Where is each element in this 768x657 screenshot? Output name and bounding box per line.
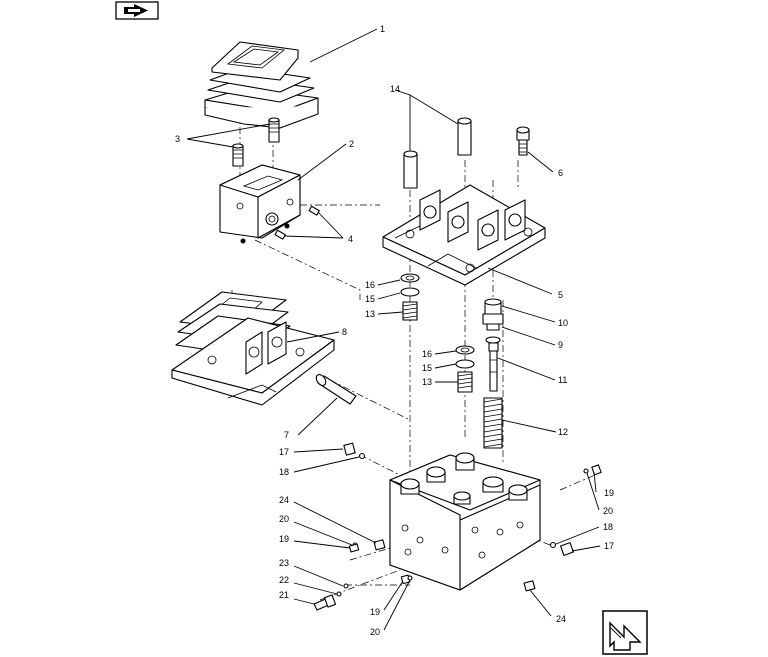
- rubber-boot: [204, 41, 319, 129]
- plug-and-seal-left: [343, 442, 366, 460]
- callout-13-lower: 13: [422, 377, 432, 387]
- leader-lines: [186, 28, 601, 631]
- callout-20-left: 20: [279, 514, 289, 524]
- plugs-right: [523, 464, 602, 592]
- callout-18-right: 18: [603, 522, 613, 532]
- callout-5: 5: [558, 290, 563, 300]
- valve-spool: [488, 342, 499, 392]
- callout-21: 21: [279, 590, 289, 600]
- callout-15-upper: 15: [365, 294, 375, 304]
- callout-24-left: 24: [279, 495, 289, 505]
- callout-24-right: 24: [556, 614, 566, 624]
- spacer-washer: [485, 336, 501, 344]
- callout-19-bottom: 19: [370, 607, 380, 617]
- callout-15-lower: 15: [422, 363, 432, 373]
- callout-18-left: 18: [279, 467, 289, 477]
- cap-screw: [516, 126, 530, 156]
- plunger-pins: [403, 117, 472, 189]
- callout-8: 8: [342, 327, 347, 337]
- callout-13-upper: 13: [365, 309, 375, 319]
- callout-11: 11: [558, 375, 567, 385]
- callout-22: 22: [279, 575, 289, 585]
- valve-body: [389, 452, 541, 591]
- valve-fitting: [482, 298, 504, 331]
- callout-12: 12: [558, 427, 568, 437]
- callout-23: 23: [279, 558, 289, 568]
- spring-stack-upper: [400, 273, 420, 321]
- callout-16-upper: 16: [365, 280, 375, 290]
- previous-page-arrow-icon[interactable]: [115, 1, 159, 20]
- plugs-left: [313, 539, 413, 611]
- upper-housing: [219, 164, 301, 244]
- callout-9: 9: [558, 340, 563, 350]
- callout-labels: 1 2 3 4 5 6 7 8 9 10 11 12 13 13 14 15 1…: [175, 24, 614, 637]
- callout-7: 7: [284, 430, 289, 440]
- lower-boot-assembly: [171, 291, 335, 406]
- spring-stack-lower: [455, 345, 475, 393]
- callout-16-lower: 16: [422, 349, 432, 359]
- callout-19-left: 19: [279, 534, 289, 544]
- callout-20-bottom: 20: [370, 627, 380, 637]
- callout-10: 10: [558, 318, 568, 328]
- next-page-arrow-icon[interactable]: [602, 610, 648, 655]
- callout-14: 14: [390, 84, 400, 94]
- callout-17-right: 17: [604, 541, 614, 551]
- callout-17-left: 17: [279, 447, 289, 457]
- callout-3: 3: [175, 134, 180, 144]
- callout-20-right: 20: [603, 506, 613, 516]
- return-spring: [483, 397, 503, 449]
- callout-19-right: 19: [604, 488, 614, 498]
- small-pins: [274, 205, 320, 240]
- callout-4: 4: [348, 234, 353, 244]
- callout-6: 6: [558, 168, 563, 178]
- pivot-pin: [315, 374, 357, 405]
- callout-2: 2: [349, 139, 354, 149]
- callout-1: 1: [380, 24, 385, 34]
- yoke-plate: [382, 184, 546, 286]
- stud-bolts: [232, 117, 280, 167]
